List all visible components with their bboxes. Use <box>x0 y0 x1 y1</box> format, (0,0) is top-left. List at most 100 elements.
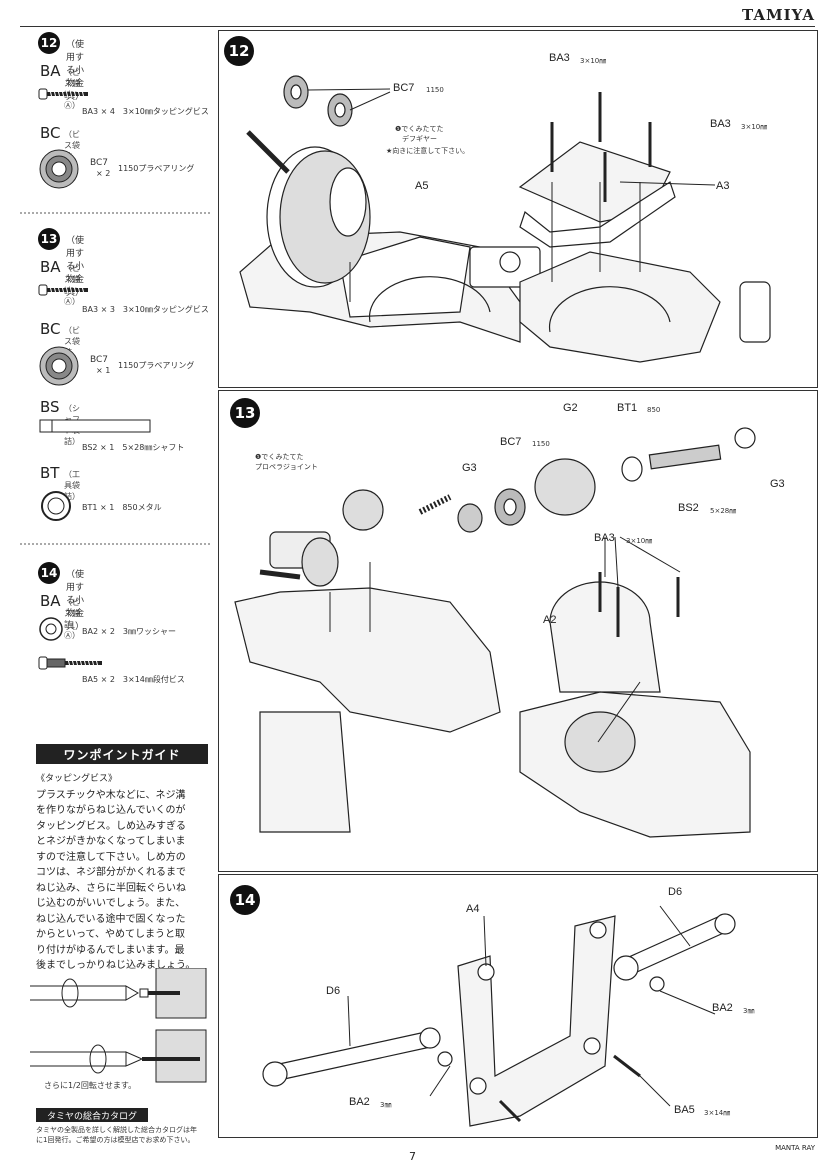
guide-line: り付けがゆるんでしまいます。最 <box>36 944 185 956</box>
label-g3: G3 <box>770 478 785 490</box>
guide-line: からといって、やめてしまうと取 <box>36 929 185 940</box>
model-name: MANTA RAY <box>775 1144 815 1152</box>
step-14-badge: 14 <box>38 562 60 584</box>
guide-heading: ワンポイントガイド <box>36 744 208 764</box>
part-ba3: BA3 × 4 3×10㎜タッピングビス <box>82 107 209 116</box>
label-ba5: BA5 <box>674 1104 695 1116</box>
guide-text: 《タッピングビス》 プラスチックや木などに、ネジ溝 を作りながらねじ込んでいくの… <box>36 772 211 974</box>
label-bc7-size: 1150 <box>426 86 444 94</box>
label-bt1-size: 850 <box>647 406 661 414</box>
label-a2: A2 <box>543 614 557 626</box>
step-12-badge: 12 <box>38 32 60 54</box>
part-ba5: BA5 × 2 3×14㎜段付ビス <box>82 675 185 684</box>
bag-code: BT <box>40 464 60 482</box>
label-ba2-size: 3㎜ <box>743 1007 755 1015</box>
label-a5: A5 <box>415 180 429 192</box>
note-text: ❶でくみたてた <box>395 125 444 133</box>
label-bc7: BC7 <box>500 436 522 448</box>
screwdriver-illustration <box>30 968 207 1083</box>
label-ba3-size: 3×10㎜ <box>626 537 653 545</box>
guide-line: とネジがきかなくなってしまいま <box>36 836 186 847</box>
guide-line: コツは、ネジ部分がかくれるまで <box>36 867 186 878</box>
bag-code: BC <box>40 320 61 338</box>
metal-bushing-icon <box>41 491 71 521</box>
guide-subheading: 《タッピングビス》 <box>36 774 118 784</box>
label-g3: G3 <box>462 462 477 474</box>
part-qty: × 2 <box>96 169 111 178</box>
catalog-line: に1回発行。ご希望の方は模型店でお求め下さい。 <box>36 1136 195 1144</box>
page-number: 7 <box>409 1150 416 1163</box>
label-ba3: BA3 <box>549 52 570 64</box>
part-desc: 1150プラベアリング <box>118 164 195 173</box>
part-code: BC7 <box>90 158 109 168</box>
label-ba5-size: 3×14㎜ <box>704 1109 731 1117</box>
bearing-icon <box>39 346 79 386</box>
bag-name: （ビス袋詰Ⓐ） <box>64 598 80 640</box>
divider <box>20 212 210 214</box>
tapping-screw-icon <box>38 284 88 296</box>
label-g2: G2 <box>563 402 578 414</box>
part-qty: × 1 <box>96 366 111 375</box>
label-bs2: BS2 <box>678 502 699 514</box>
label-a3: A3 <box>716 180 730 192</box>
guide-line: ねじ込み、さらに半回転ぐらいね <box>36 882 186 894</box>
guide-line: ねじ込んでいる途中で固くなった <box>36 913 186 925</box>
brand-logo: TAMIYA <box>742 6 815 24</box>
step-12-number: 12 <box>224 36 254 66</box>
label-ba2: BA2 <box>712 1002 733 1014</box>
bag-code: BC <box>40 124 61 142</box>
bag-name: （工具袋詰） <box>64 470 80 501</box>
parts-heading: （使用する小物金具） <box>66 40 85 102</box>
note-text: プロペラジョイント <box>255 463 318 471</box>
note-text: ★向きに注意して下さい。 <box>386 147 470 155</box>
label-ba2: BA2 <box>349 1096 370 1108</box>
label-bs2-size: 5×28㎜ <box>710 507 737 515</box>
step-13-number: 13 <box>230 398 260 428</box>
bag-code: BA <box>40 62 61 80</box>
parts-heading: （使用する小物金具） <box>66 236 85 298</box>
label-bc7: BC7 <box>393 82 415 94</box>
guide-caption: さらに1/2回転させます。 <box>44 1081 137 1090</box>
label-a4: A4 <box>466 903 480 915</box>
header-divider <box>20 26 815 27</box>
catalog-heading: タミヤの総合カタログ <box>36 1108 148 1122</box>
note-text: ❶でくみたてた <box>255 453 304 461</box>
guide-line: タッピングビス。しめ込みすぎる <box>36 820 186 832</box>
label-ba3: BA3 <box>710 118 731 130</box>
guide-line: じ込むのがいいでしょう。また、 <box>36 898 186 909</box>
bearing-icon <box>39 149 79 189</box>
catalog-line: タミヤの全製品を詳しく解説した総合カタログは年 <box>36 1126 197 1134</box>
shaft-icon <box>39 419 151 433</box>
part-code: BC7 <box>90 355 109 365</box>
label-bc7-size: 1150 <box>532 440 550 448</box>
bag-code: BA <box>40 592 61 610</box>
guide-line: すので注意して下さい。しめ方の <box>36 851 186 863</box>
step-screw-icon <box>38 656 102 670</box>
guide-line: 後までしっかりねじ込みましょう。 <box>36 960 196 971</box>
part-desc: 1150プラベアリング <box>118 361 195 370</box>
guide-line: プラスチックや木などに、ネジ溝 <box>36 789 186 801</box>
part-bs2: BS2 × 1 5×28㎜シャフト <box>82 443 185 452</box>
tapping-screw-icon <box>38 88 88 100</box>
step-14-diagram <box>262 905 736 1127</box>
label-ba3-size: 3×10㎜ <box>580 57 607 65</box>
step-13-diagram <box>234 427 756 838</box>
washer-icon <box>39 617 63 641</box>
label-d6: D6 <box>326 985 341 997</box>
label-d6: D6 <box>668 886 683 898</box>
label-bt1: BT1 <box>617 402 638 414</box>
parts-heading: （使用する小物金具） <box>66 570 85 632</box>
part-bt1: BT1 × 1 850メタル <box>82 503 162 512</box>
part-ba3: BA3 × 3 3×10㎜タッピングビス <box>82 305 209 314</box>
catalog-text: タミヤの全製品を詳しく解説した総合カタログは年 に1回発行。ご希望の方は模型店で… <box>36 1125 216 1145</box>
label-ba3: BA3 <box>594 532 615 544</box>
bag-code: BA <box>40 258 61 276</box>
part-ba2: BA2 × 2 3㎜ワッシャー <box>82 627 177 636</box>
note-text: デフギヤー <box>402 135 437 143</box>
divider <box>20 543 210 545</box>
bag-code: BS <box>40 398 60 416</box>
step-12-diagram <box>239 75 771 363</box>
step-13-badge: 13 <box>38 228 60 250</box>
label-ba3-size: 3×10㎜ <box>741 123 768 131</box>
step-14-number: 14 <box>230 885 260 915</box>
